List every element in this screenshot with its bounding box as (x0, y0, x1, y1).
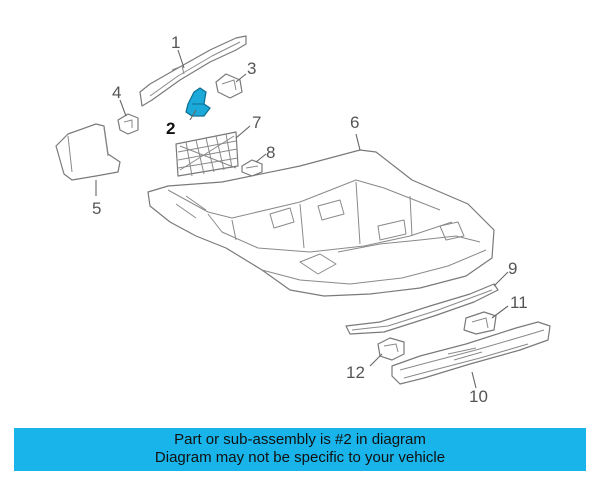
part-8-fastener (241, 159, 263, 177)
part-1-pillar-trim (139, 35, 247, 107)
part-10-scuff-plate (391, 321, 551, 385)
part-12-bracket (377, 337, 405, 361)
callout-6: 6 (350, 113, 359, 132)
part-9-sill-trim (345, 283, 499, 335)
part-6-floor-pan (147, 149, 495, 297)
callout-9: 9 (508, 259, 517, 278)
callout-5: 5 (92, 199, 101, 218)
part-11-clip (463, 311, 497, 335)
part-4-bracket (117, 113, 139, 135)
callout-4: 4 (112, 83, 121, 102)
info-banner: Part or sub-assembly is #2 in diagram Di… (14, 428, 586, 471)
callout-8: 8 (266, 143, 275, 162)
part-5-corner-trim (55, 123, 121, 181)
callout-10: 10 (469, 387, 488, 406)
callout-11: 11 (510, 293, 528, 312)
parts-diagram: 1 2 3 4 5 6 7 8 9 10 11 12 (55, 33, 551, 406)
leader-lines (95, 49, 509, 389)
part-3-clip (215, 73, 243, 99)
banner-line-1: Part or sub-assembly is #2 in diagram (174, 431, 426, 448)
callout-2: 2 (166, 119, 175, 138)
callout-7: 7 (252, 113, 261, 132)
callout-3: 3 (247, 59, 256, 78)
callout-1: 1 (171, 33, 180, 52)
banner-line-2: Diagram may not be specific to your vehi… (154, 449, 446, 466)
part-2-bracket (185, 87, 211, 117)
callout-12: 12 (346, 363, 365, 382)
part-7-cargo-net (175, 131, 239, 177)
